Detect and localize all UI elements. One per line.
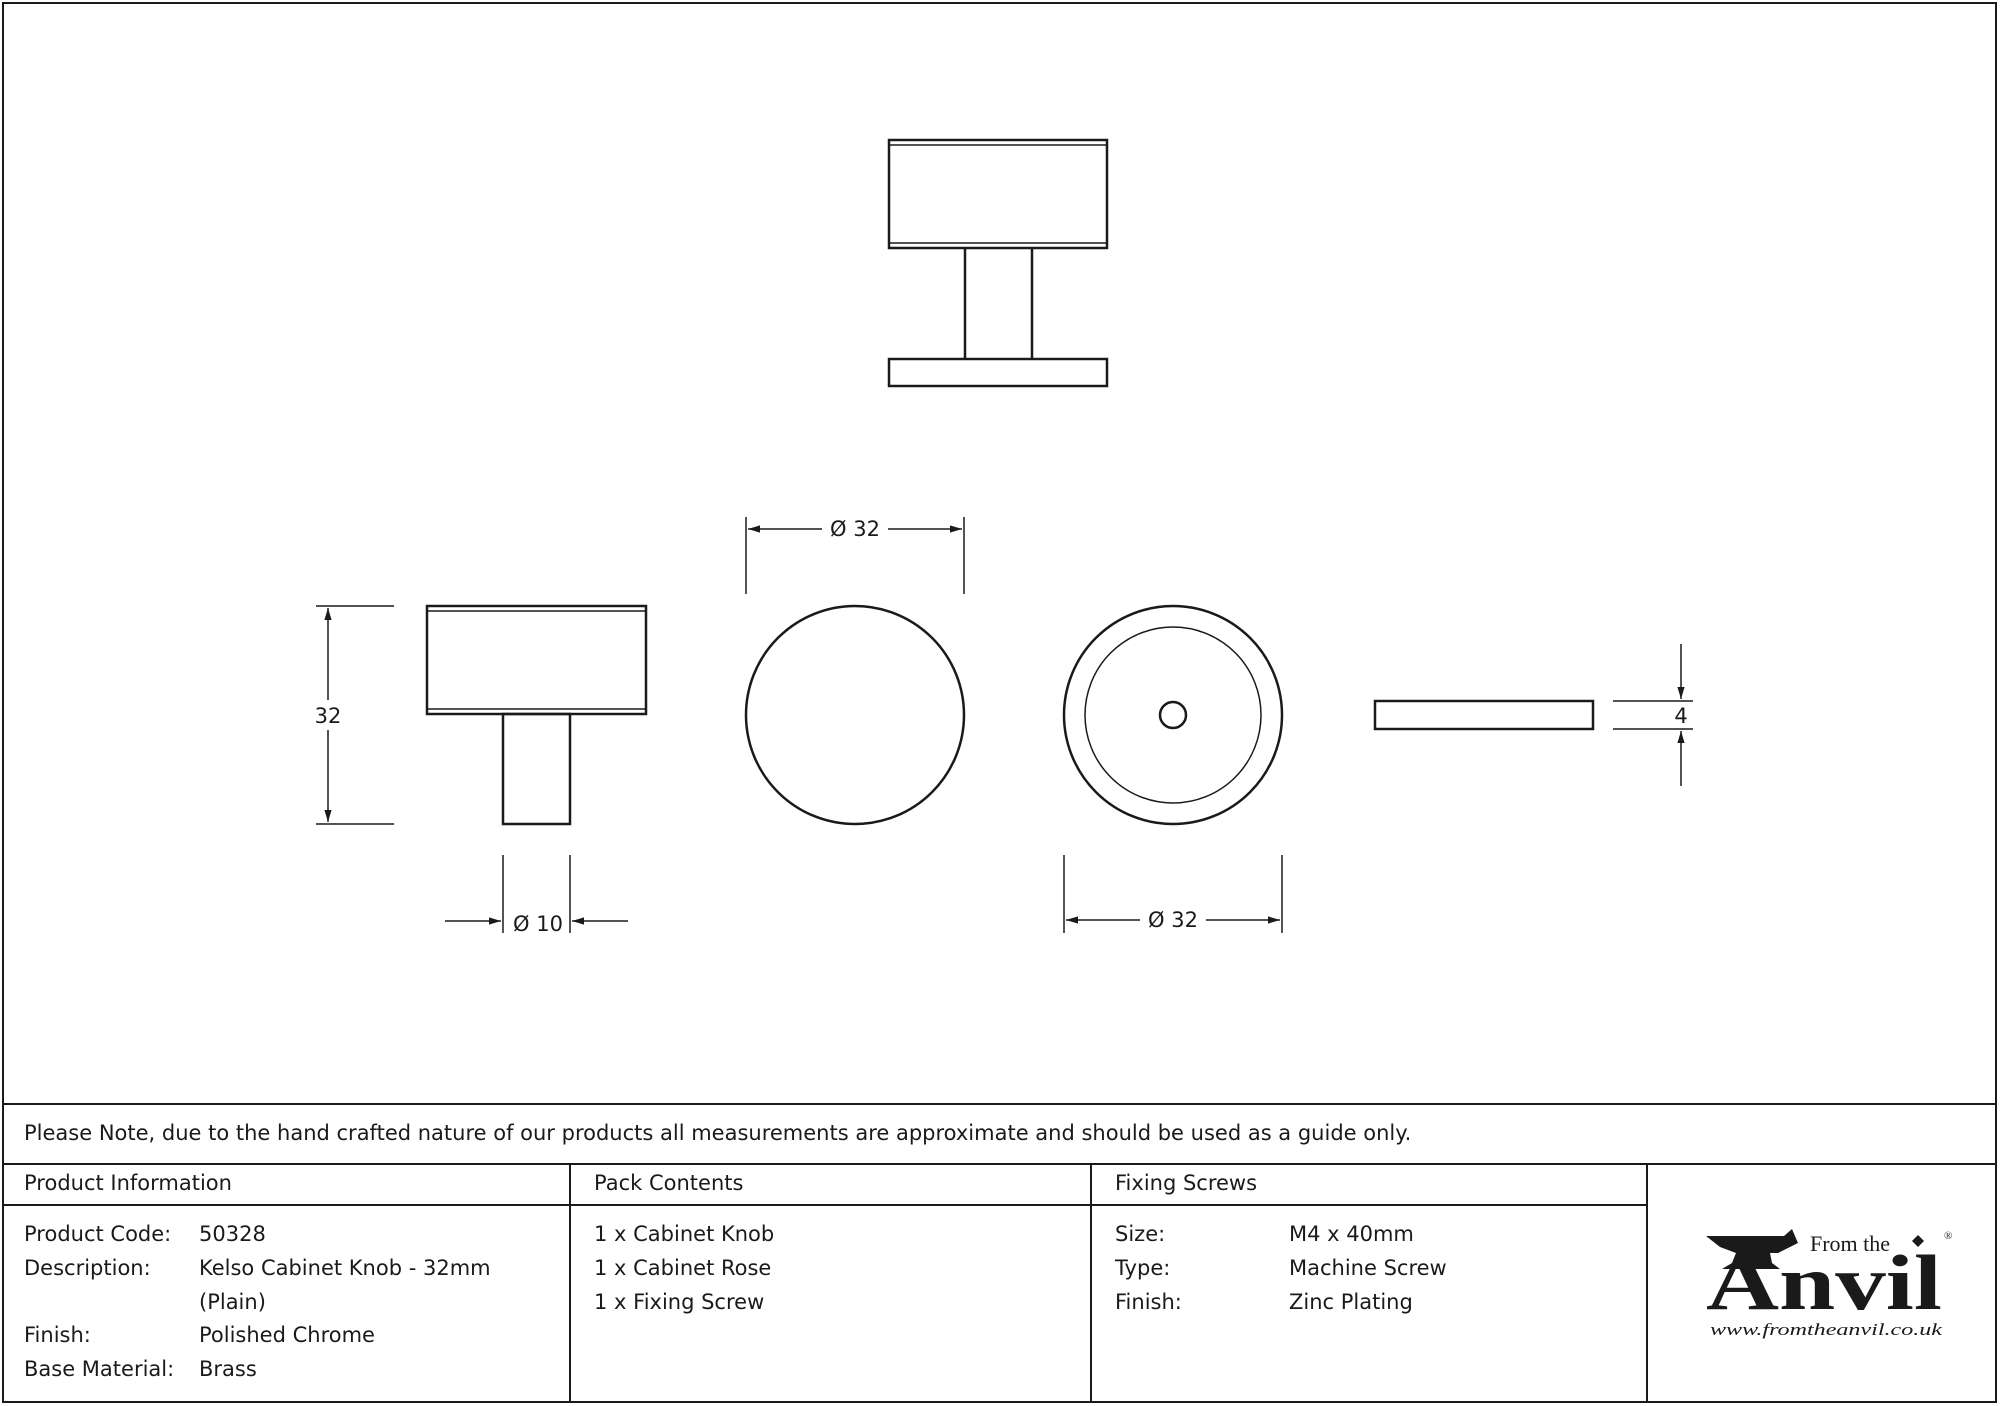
header-divider (2, 1204, 1648, 1206)
from-the-anvil-logo: From the ® Anvil www.fromtheanvil.co.uk (1700, 1225, 1960, 1345)
table-top-border (2, 1103, 1997, 1105)
height-dimension (316, 605, 394, 825)
anvil-icon (1706, 1229, 1798, 1269)
knob-diameter-label: Ø 32 (830, 517, 880, 541)
note-divider (2, 1163, 1997, 1165)
base-material-value: Brass (199, 1357, 257, 1381)
knob-face-view (744, 604, 966, 826)
product-info-heading: Product Information (24, 1171, 232, 1195)
column-divider-1 (569, 1163, 571, 1403)
finish-value: Polished Chrome (199, 1323, 375, 1347)
column-divider-2 (1090, 1163, 1092, 1403)
product-code-label: Product Code: (24, 1222, 172, 1246)
description-value: Kelso Cabinet Knob - 32mm (199, 1256, 491, 1280)
product-code-value: 50328 (199, 1222, 266, 1246)
stem-diameter-label: Ø 10 (513, 912, 563, 936)
screw-type-value: Machine Screw (1289, 1256, 1447, 1280)
rose-face-view (1062, 604, 1284, 826)
logo-brand: Anvil (1706, 1239, 1942, 1326)
finish-label: Finish: (24, 1323, 91, 1347)
column-divider-3 (1646, 1163, 1648, 1403)
rose-diameter-dimension (1063, 855, 1283, 933)
screw-size-value: M4 x 40mm (1289, 1222, 1414, 1246)
disclaimer-note: Please Note, due to the hand crafted nat… (24, 1121, 1412, 1145)
rose-thickness-label: 4 (1674, 704, 1687, 728)
pack-item: 1 x Cabinet Rose (594, 1256, 772, 1280)
pack-contents-heading: Pack Contents (594, 1171, 744, 1195)
screw-finish-label: Finish: (1115, 1290, 1182, 1314)
rose-diameter-label: Ø 32 (1148, 908, 1198, 932)
logo-url: www.fromtheanvil.co.uk (1710, 1320, 1943, 1339)
screw-finish-value: Zinc Plating (1289, 1290, 1413, 1314)
knob-assembly-side-view (887, 138, 1109, 388)
base-material-label: Base Material: (24, 1357, 175, 1381)
screw-type-label: Type: (1115, 1256, 1171, 1280)
knob-diameter-dimension (745, 517, 965, 594)
fixing-screws-heading: Fixing Screws (1115, 1171, 1258, 1195)
knob-side-view (425, 604, 648, 826)
pack-item: 1 x Fixing Screw (594, 1290, 765, 1314)
rose-thickness-dimension (1613, 644, 1693, 786)
screw-size-label: Size: (1115, 1222, 1166, 1246)
height-dimension-label: 32 (315, 704, 342, 728)
rose-side-view (1373, 699, 1595, 731)
description-label: Description: (24, 1256, 151, 1280)
logo-from-the: From the (1810, 1231, 1890, 1256)
description-value-cont: (Plain) (199, 1290, 266, 1314)
stem-diameter-dimension (445, 855, 628, 933)
pack-item: 1 x Cabinet Knob (594, 1222, 775, 1246)
logo-registered: ® (1944, 1230, 1952, 1242)
